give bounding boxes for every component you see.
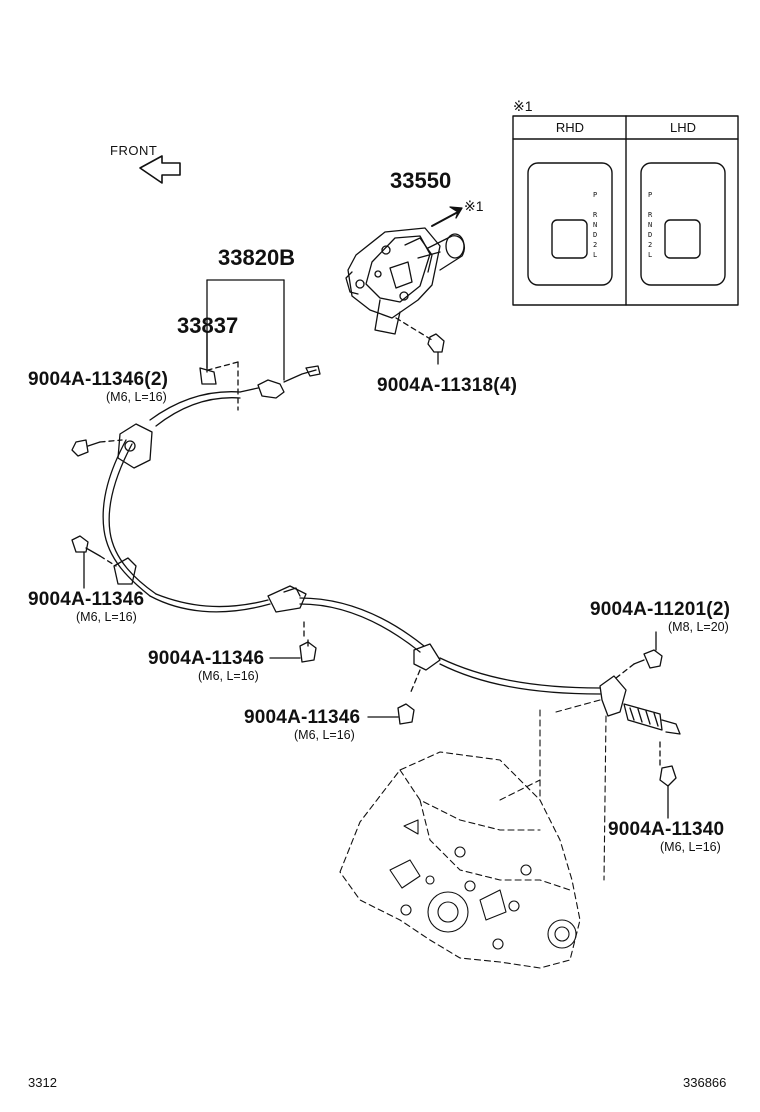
part-number-33837[interactable]: 33837 (177, 313, 239, 338)
inset-table-frame (512, 115, 739, 306)
bolt-c-icon (269, 621, 317, 663)
part-number-bolt-d[interactable]: 9004A-11346 (244, 707, 361, 728)
lhd-gear-pattern: P R N D 2 L (648, 191, 653, 259)
part-number-33550[interactable]: 33550 (390, 168, 452, 193)
rhd-gear-pattern: P R N D 2 L (593, 191, 598, 259)
figure-id: 336866 (683, 1075, 727, 1090)
bolt-e-spec: (M8, L=20) (668, 620, 729, 634)
part-number-bolt-b[interactable]: 9004A-11346 (28, 589, 145, 610)
bolt-lever-icon (427, 333, 445, 365)
bolt-e-icon (615, 631, 663, 679)
part-number-bolt-c[interactable]: 9004A-11346 (148, 648, 265, 669)
inset-mark: ※1 (513, 98, 533, 114)
part-number-bolt-e[interactable]: 9004A-11201(2) (590, 599, 731, 620)
part-number-bolt-a[interactable]: 9004A-11346(2) (28, 369, 169, 390)
bolt-f-spec: (M6, L=16) (660, 840, 721, 854)
page-code: 3312 (28, 1075, 57, 1090)
bolt-b-spec: (M6, L=16) (76, 610, 137, 624)
transmission-details (389, 819, 577, 950)
part-number-bolt-lever[interactable]: 9004A-11318(4) (377, 375, 518, 396)
shift-lever-assembly (345, 206, 466, 341)
cable-label-leaders (206, 279, 285, 381)
shift-cable (102, 361, 681, 735)
inset-header-rhd: RHD (555, 120, 585, 135)
bolt-a-icon (71, 439, 123, 457)
transmission-case (339, 699, 607, 969)
bolt-f-icon (659, 741, 677, 819)
lever-note-mark: ※1 (464, 198, 484, 214)
front-arrow-icon (139, 155, 181, 184)
bolt-a-spec: (M6, L=16) (106, 390, 167, 404)
front-label: FRONT (110, 143, 158, 158)
bolt-d-icon (367, 669, 421, 725)
bolt-d-spec: (M6, L=16) (294, 728, 355, 742)
part-number-bolt-f[interactable]: 9004A-11340 (608, 819, 725, 840)
part-number-33820b[interactable]: 33820B (218, 245, 296, 270)
bolt-c-spec: (M6, L=16) (198, 669, 259, 683)
bolt-b-icon (71, 535, 117, 589)
inset-header-lhd: LHD (669, 120, 696, 135)
